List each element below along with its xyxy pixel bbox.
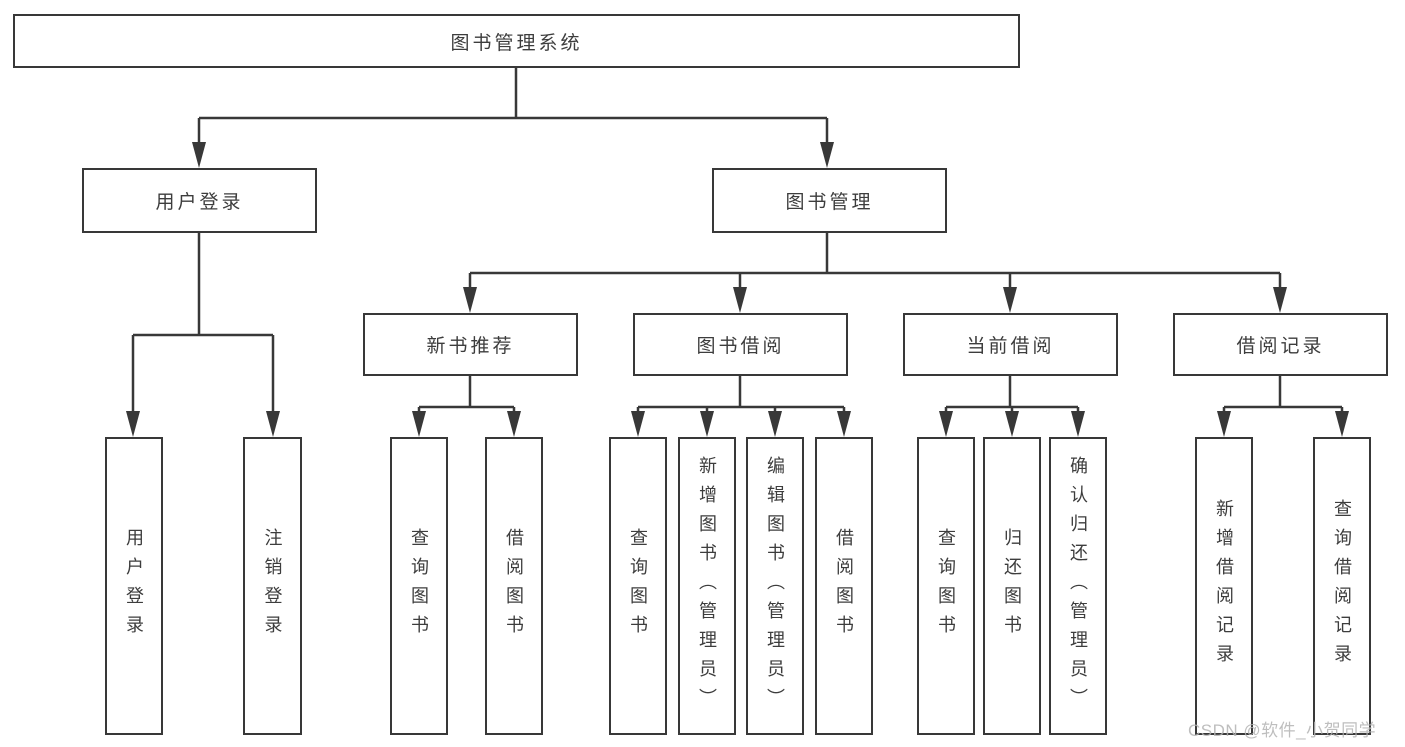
node-book-management: 图书管理: [712, 168, 947, 233]
node-user-login: 用户登录: [82, 168, 317, 233]
leaf-edit-books-admin: 编辑图书（管理员）: [746, 437, 804, 735]
leaf-label: 编辑图书（管理员）: [765, 455, 785, 717]
arrowheads: [126, 142, 1349, 437]
leaf-label: 确认归还（管理员）: [1068, 455, 1088, 717]
csdn-watermark: CSDN @软件_小贺同学: [1188, 721, 1377, 740]
leaf-label: 查询图书: [409, 528, 429, 644]
leaf-label: 查询借阅记录: [1332, 499, 1352, 673]
leaf-label: 借阅图书: [504, 528, 524, 644]
leaf-label: 借阅图书: [834, 528, 854, 644]
leaf-borrow-books: 借阅图书: [815, 437, 873, 735]
leaf-query-books-current: 查询图书: [917, 437, 975, 735]
leaf-query-books-borrowing: 查询图书: [609, 437, 667, 735]
leaf-label: 归还图书: [1002, 528, 1022, 644]
leaf-label: 用户登录: [124, 528, 144, 644]
node-new-book-recommendation: 新书推荐: [363, 313, 578, 376]
node-current-borrowing: 当前借阅: [903, 313, 1118, 376]
leaf-logout: 注销登录: [243, 437, 302, 735]
leaf-query-books-recommend: 查询图书: [390, 437, 448, 735]
leaf-confirm-return-admin: 确认归还（管理员）: [1049, 437, 1107, 735]
leaf-user-login: 用户登录: [105, 437, 163, 735]
node-root: 图书管理系统: [13, 14, 1020, 68]
leaf-label: 新增图书（管理员）: [697, 455, 717, 717]
leaf-query-borrow-record: 查询借阅记录: [1313, 437, 1371, 735]
leaf-add-borrow-record: 新增借阅记录: [1195, 437, 1253, 735]
leaf-borrow-books-recommend: 借阅图书: [485, 437, 543, 735]
node-borrowing-records: 借阅记录: [1173, 313, 1388, 376]
leaf-label: 注销登录: [262, 528, 283, 644]
leaf-add-books-admin: 新增图书（管理员）: [678, 437, 736, 735]
leaf-label: 查询图书: [628, 528, 648, 644]
node-book-borrowing: 图书借阅: [633, 313, 848, 376]
leaf-label: 新增借阅记录: [1214, 499, 1234, 673]
leaf-return-books: 归还图书: [983, 437, 1041, 735]
leaf-label: 查询图书: [936, 528, 956, 644]
